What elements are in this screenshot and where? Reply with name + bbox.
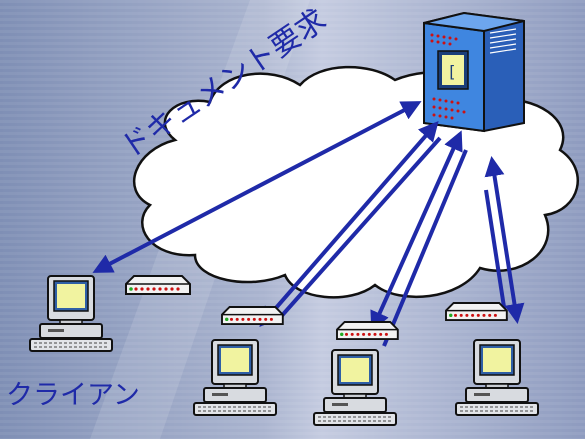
router-icon [336, 321, 399, 341]
request-arrows [92, 101, 525, 347]
arrow-client-4a [484, 156, 525, 324]
arrow-client-4b [484, 189, 508, 321]
client-label: クライアン [6, 380, 140, 411]
arrow-client-3a [370, 130, 463, 332]
svg-text:[: [ [447, 62, 457, 81]
router-icon [445, 302, 508, 322]
server-tower-icon: [ [423, 11, 525, 133]
arrow-client-3b [382, 149, 468, 347]
router-icon [125, 275, 191, 295]
router-icon [221, 306, 284, 326]
